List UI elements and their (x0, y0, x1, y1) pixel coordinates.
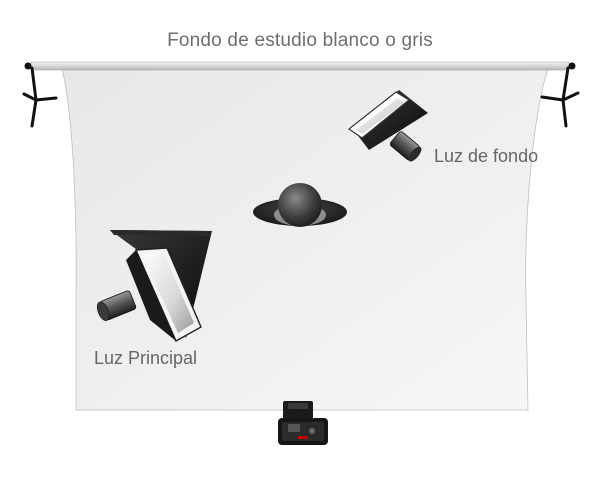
backdrop-label: Fondo de estudio blanco o gris (167, 30, 433, 51)
background-light (347, 90, 428, 162)
camera-icon (278, 401, 328, 445)
backdrop-stand-left (22, 66, 58, 128)
key-light (96, 230, 212, 342)
key-light-label: Luz Principal (94, 348, 198, 368)
background-light-label: Luz de fondo (434, 146, 539, 166)
subject-head (278, 183, 322, 227)
bar-end-right (568, 62, 576, 70)
bar-end-left (24, 62, 32, 70)
subject-model (253, 183, 347, 227)
backdrop-stand-right (540, 66, 580, 128)
backdrop-support-bar (29, 61, 571, 71)
